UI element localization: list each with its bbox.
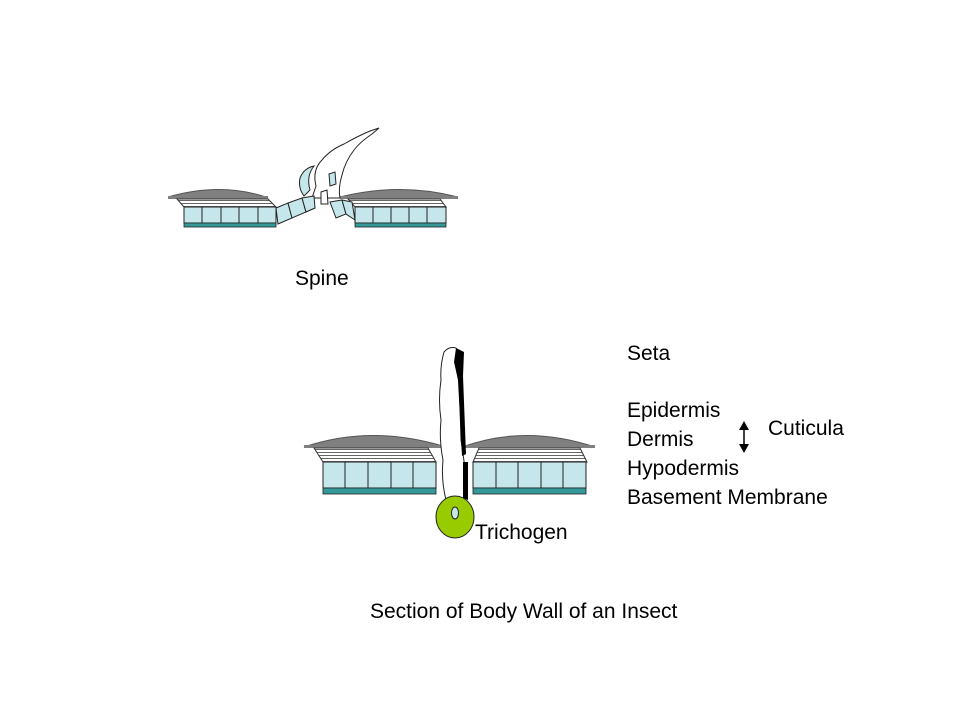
epidermis-cap-base [304,445,446,448]
epidermis-cap-base [340,196,458,199]
spine-right-block [339,189,459,228]
hypodermis-cells [354,206,447,224]
seta-left-block [303,435,447,495]
label-trichogen: Trichogen [475,521,568,544]
epidermis-cap-base [168,196,268,199]
dermis-layer [346,198,447,208]
seta-figure [303,347,596,539]
basement-membrane [472,487,587,495]
epidermis-cap [303,435,447,448]
label-hypodermis: Hypodermis [627,457,740,480]
label-seta: Seta [627,342,671,365]
dermis-layer [313,447,437,463]
dermis-layer [472,447,588,463]
spine-left-block [167,189,278,228]
label-cuticula: Cuticula [768,417,844,440]
hypodermis-cells [472,461,587,489]
spine-outgrowth [275,127,380,225]
spine-figure [167,127,459,228]
dermis-layer [175,198,278,208]
seta-right-block [461,435,596,495]
seta-hair [439,347,468,501]
epidermis-cap [339,189,459,198]
hypodermis-cells [183,206,277,224]
label-basement-membrane: Basement Membrane [627,486,828,509]
label-spine: Spine [295,267,349,290]
diagram-caption: Section of Body Wall of an Insect [370,600,678,623]
epidermis-cap-base [462,445,595,448]
basement-membrane [354,222,447,228]
basement-membrane [322,487,437,495]
label-dermis: Dermis [627,428,694,451]
trichogen-cell [435,495,475,539]
cuticula-double-arrow [739,421,749,453]
trichogen-nucleus [451,506,459,520]
epidermis-cap [167,189,267,198]
basement-membrane [183,222,277,228]
label-epidermis: Epidermis [627,399,721,422]
hypodermis-cells [322,461,437,489]
